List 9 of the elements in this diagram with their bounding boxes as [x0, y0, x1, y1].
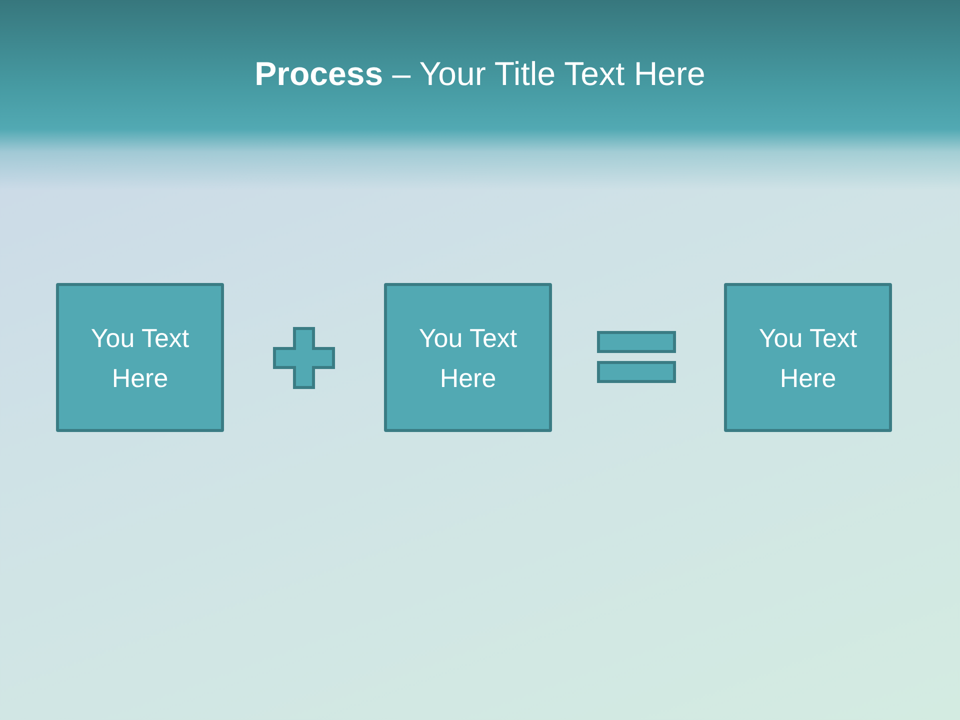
process-box [384, 283, 552, 432]
plus-sign [273, 327, 335, 389]
box-text: You Text Here [90, 322, 190, 394]
box-text: You Text Here [418, 322, 518, 394]
equals-sign [597, 331, 676, 383]
slide-title: Process – Your Title Text Here [254, 55, 706, 92]
box-text: You Text Here [758, 322, 858, 394]
process-box [56, 283, 224, 432]
process-box [724, 283, 892, 432]
